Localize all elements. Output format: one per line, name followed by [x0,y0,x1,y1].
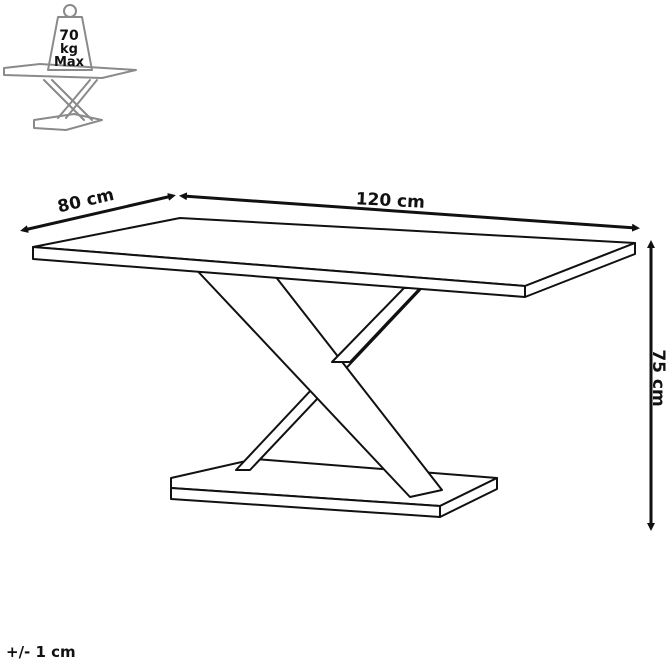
table-drawing [32,217,636,518]
height-label: 75 cm [648,349,668,406]
weight-body [47,16,93,71]
icon-table-base [33,113,103,131]
weight-unit: kg [60,42,78,57]
dimension-arrows [20,192,655,531]
weight-qualifier: Max [54,55,85,70]
weight-capacity-icon [3,4,137,131]
icon-table-leg [57,79,91,119]
table-top-right-edge [524,242,636,298]
weight-value: 70 [59,28,79,44]
table-top [32,217,636,298]
tolerance-note: +/- 1 cm [6,643,76,661]
table-leg-cross [331,287,421,363]
width-arrow [179,192,640,232]
icon-table-leg [65,79,98,119]
icon-table-top [3,63,137,79]
width-label: 120 cm [355,189,425,213]
weight-ring [63,4,77,18]
icon-table-leg [43,79,85,121]
table-base [170,458,498,518]
depth-arrow [20,192,176,234]
